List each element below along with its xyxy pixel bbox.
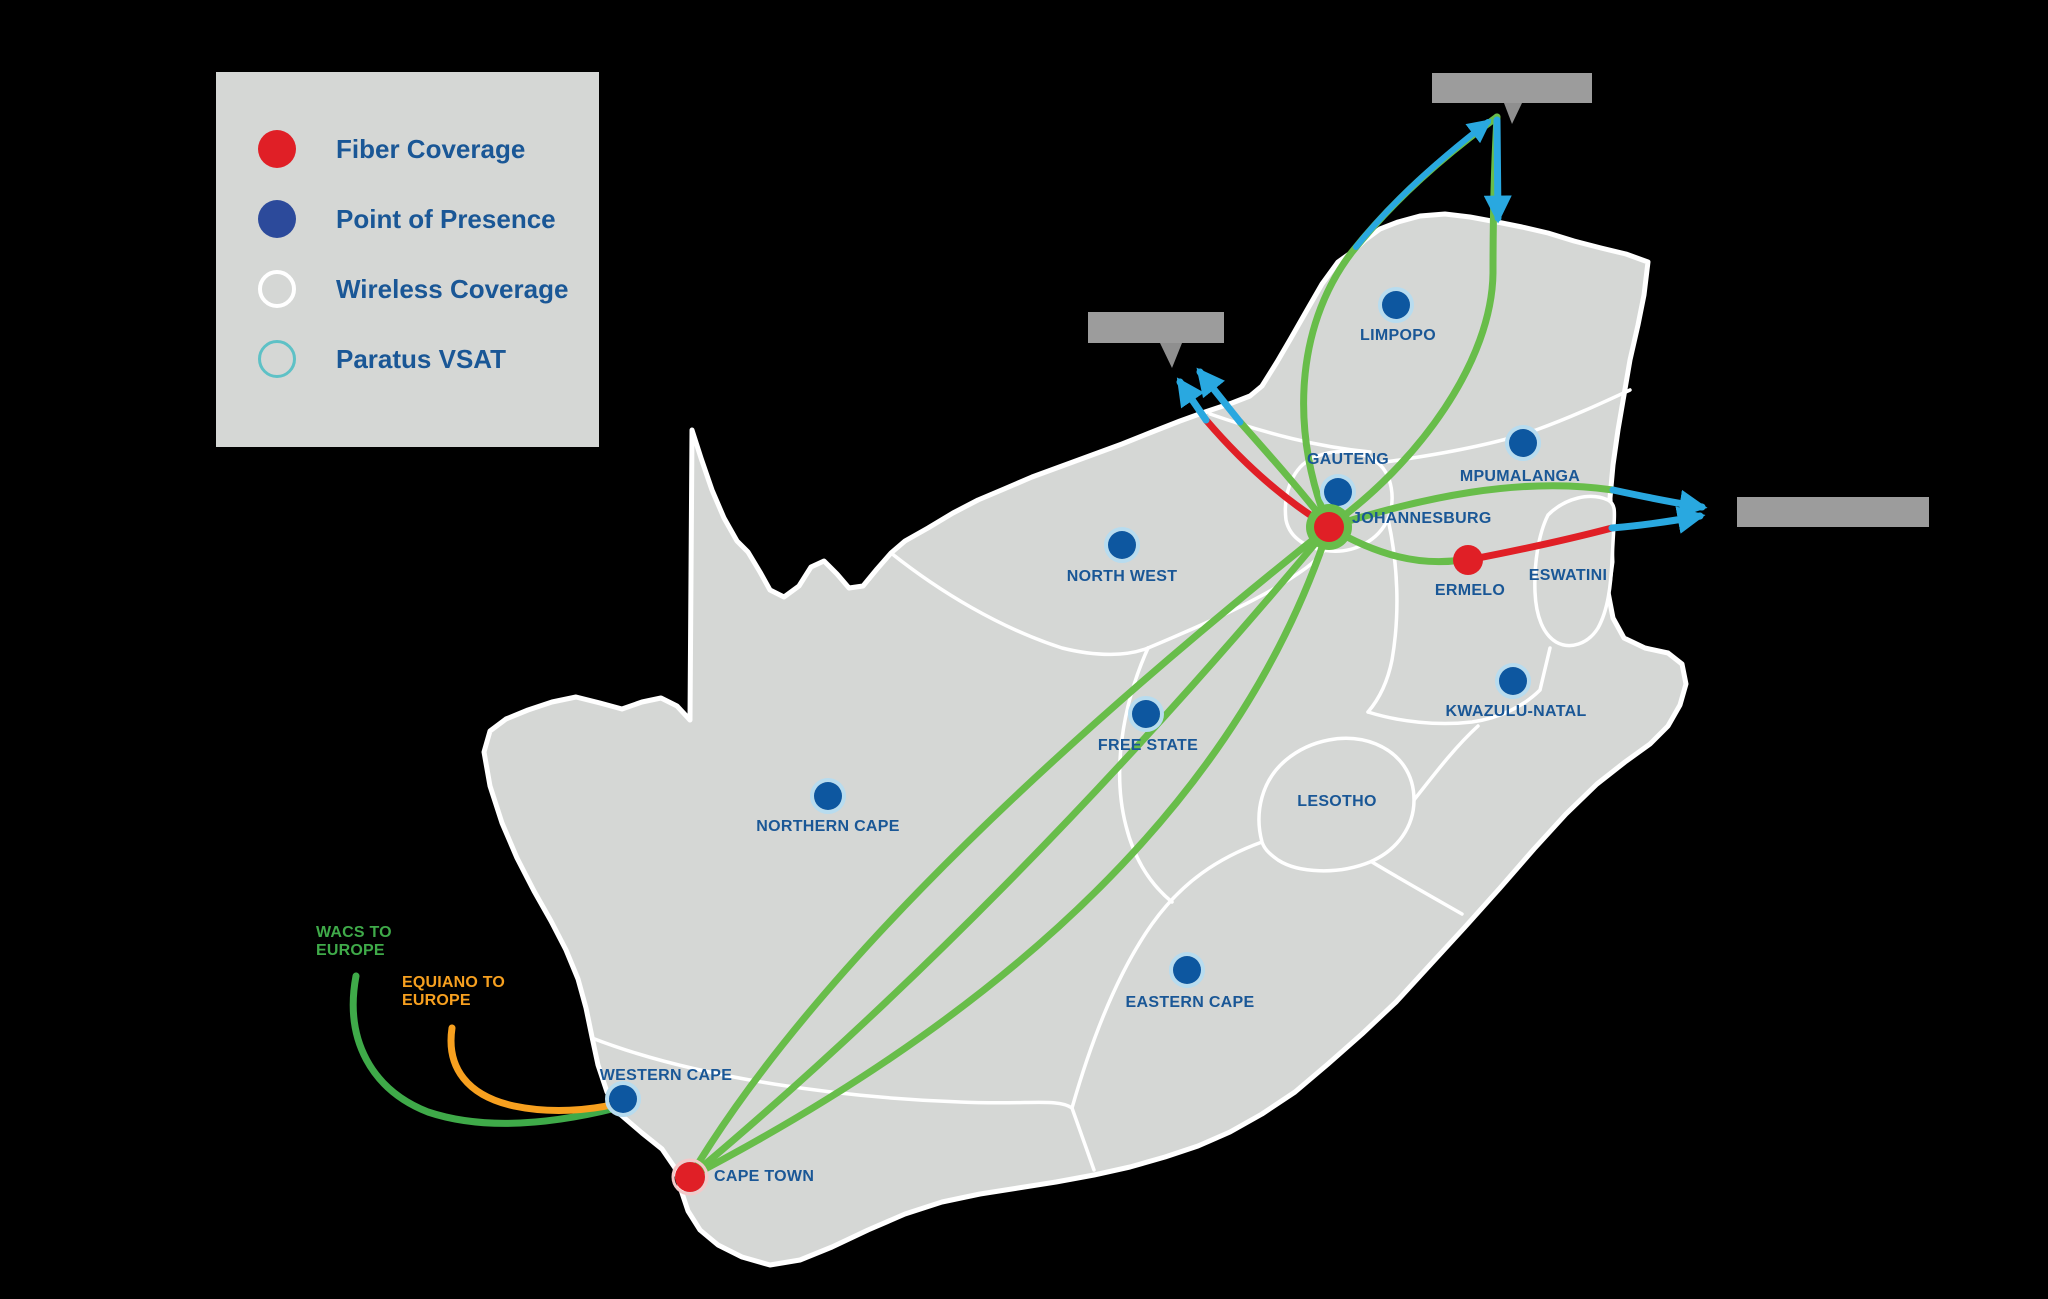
fiber-dot-cape-town	[671, 1158, 709, 1196]
south-africa-outline	[481, 211, 1689, 1268]
pop-dot-kwazulu-natal	[1495, 663, 1531, 699]
fiber-dot-ermelo	[1453, 545, 1483, 575]
border-limpopo-south-west	[1208, 412, 1372, 454]
cable-wacs-line	[349, 972, 620, 1127]
arrow-north-loop-down	[1483, 116, 1512, 224]
border-mpumalanga-kwazulu	[1366, 646, 1552, 726]
province-borders	[590, 388, 1632, 1172]
redacted-label-north-pin	[1504, 103, 1522, 124]
cross-border-arrows	[1176, 116, 1708, 534]
legend: Fiber Coverage Point of Presence Wireles…	[216, 72, 599, 447]
pop-dot-mpumalanga	[1505, 425, 1541, 461]
border-kwazulu-free-state	[1412, 724, 1480, 802]
border-kwazulu-eastern-cape	[1370, 860, 1464, 916]
label-ermelo: ERMELO	[1434, 582, 1506, 599]
label-western-cape: WESTERN CAPE	[599, 1067, 733, 1084]
arrow-north-loop-up	[1353, 119, 1492, 250]
label-free-state: FREE STATE	[1097, 737, 1199, 754]
pop-dot-free-state	[1128, 696, 1164, 732]
legend-item-wireless: Wireless Coverage	[216, 254, 599, 324]
arrow-east-from-green	[1609, 486, 1708, 518]
arrow-northwest-from-green	[1196, 367, 1244, 426]
route-capetown-johannesburg-west	[686, 523, 1333, 1181]
label-eastern-cape: EASTERN CAPE	[1125, 994, 1255, 1011]
border-lesotho	[1257, 736, 1416, 873]
pop-dots	[605, 287, 1541, 1117]
route-johannesburg-east-border	[1325, 482, 1617, 531]
label-gauteng: GAUTENG	[1306, 451, 1390, 468]
legend-item-vsat: Paratus VSAT	[216, 324, 599, 394]
border-limpopo-mpumalanga	[1376, 388, 1632, 465]
label-limpopo: LIMPOPO	[1360, 327, 1436, 344]
redacted-label-northwest-pin	[1160, 343, 1182, 368]
label-north-west: NORTH WEST	[1066, 568, 1178, 585]
legend-label: Point of Presence	[336, 203, 556, 234]
arrow-northwest-from-red	[1176, 377, 1210, 424]
fiber-dots	[671, 504, 1483, 1196]
label-equiano-cable: EQUIANO TO EUROPE	[402, 974, 506, 1009]
fiber-dot-johannesburg	[1306, 504, 1352, 550]
label-johannesburg: JOHANNESBURG	[1352, 510, 1492, 527]
redacted-label-north	[1432, 73, 1592, 103]
cable-equiano-line	[447, 1024, 620, 1114]
label-lesotho: LESOTHO	[1297, 793, 1377, 810]
legend-item-fiber: Fiber Coverage	[216, 114, 599, 184]
label-eswatini: ESWATINI	[1528, 567, 1608, 584]
pop-dot-gauteng	[1320, 474, 1356, 510]
route-capetown-johannesburg-mid	[686, 523, 1333, 1181]
label-wacs-cable: WACS TO EUROPE	[316, 924, 392, 959]
border-gauteng	[1283, 449, 1394, 553]
legend-label: Fiber Coverage	[336, 133, 526, 164]
route-ermelo-border-red	[1464, 524, 1616, 564]
redacted-destination-labels	[1088, 73, 1929, 527]
redacted-label-northwest	[1088, 312, 1224, 343]
redacted-label-east	[1737, 497, 1929, 527]
label-cape-town: CAPE TOWN	[714, 1168, 815, 1185]
label-mpumalanga: MPUMALANGA	[1459, 468, 1581, 485]
pop-dot-western-cape	[605, 1081, 641, 1117]
label-kwazulu-natal: KWAZULU-NATAL	[1445, 703, 1587, 720]
legend-label: Wireless Coverage	[336, 273, 569, 304]
pop-dot-limpopo	[1378, 287, 1414, 323]
route-capetown-johannesburg-east	[686, 523, 1333, 1181]
pop-dot-north-west	[1104, 527, 1140, 563]
fiber-coverage-icon	[258, 130, 296, 168]
point-of-presence-icon	[258, 200, 296, 238]
wireless-coverage-icon	[258, 270, 296, 308]
legend-label: Paratus VSAT	[336, 343, 507, 374]
arrow-east-from-red	[1608, 506, 1706, 534]
border-northern-cape-north-west	[889, 551, 1150, 657]
border-western-cape	[590, 1036, 1096, 1172]
pop-dot-northern-cape	[810, 778, 846, 814]
legend-item-pop: Point of Presence	[216, 184, 599, 254]
label-northern-cape: NORTHERN CAPE	[756, 818, 900, 835]
pop-dot-eastern-cape	[1169, 952, 1205, 988]
fiber-routes-green	[686, 113, 1617, 1181]
border-eastern-cape-north	[1070, 840, 1264, 1110]
paratus-vsat-icon	[258, 340, 296, 378]
